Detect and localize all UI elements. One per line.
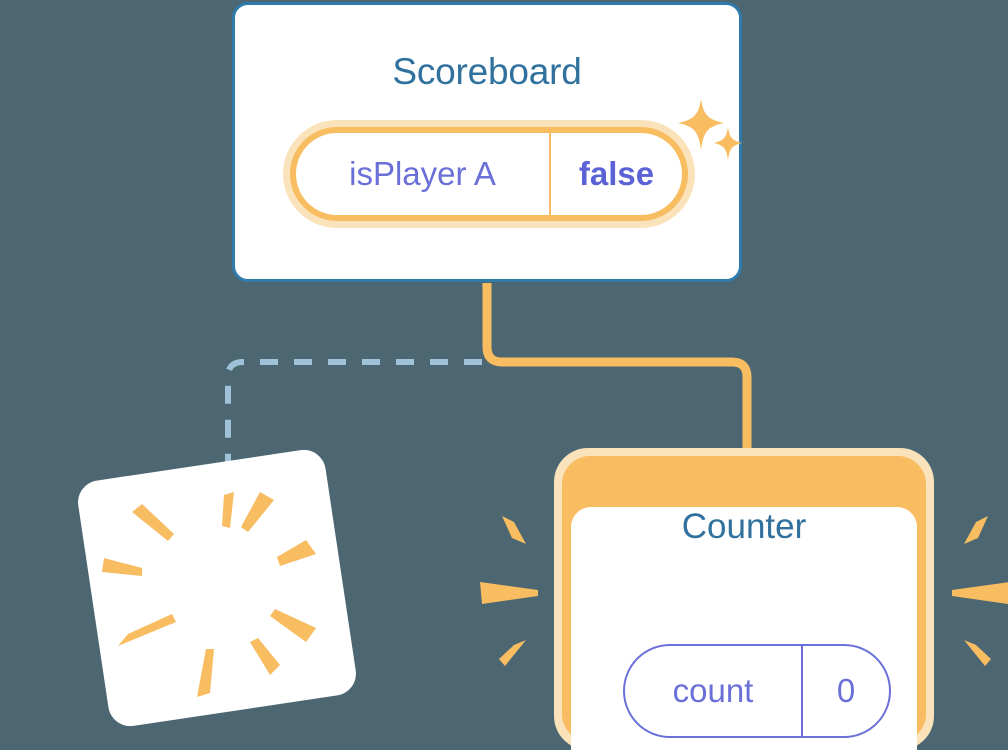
scoreboard-card[interactable]: Scoreboard isPlayer A false — [232, 2, 742, 282]
sparkle-large-icon — [678, 99, 724, 150]
scoreboard-pill-body: isPlayer A false — [296, 133, 682, 215]
counter-card-ring: Counter count 0 — [562, 456, 926, 750]
scoreboard-pill-value: false — [578, 155, 655, 192]
counter-pill-value: 0 — [836, 672, 856, 709]
ray-right-middle — [952, 582, 1008, 604]
ray-right-lower — [964, 640, 991, 666]
counter-right-burst-rays — [952, 516, 1008, 666]
sparkle-small-icon — [714, 127, 742, 160]
counter-left-burst-rays — [480, 516, 538, 666]
connector-solid-to-counter — [482, 283, 752, 455]
ray-right-upper — [964, 516, 988, 544]
ray-left-upper — [502, 516, 526, 544]
blank-card-group[interactable] — [75, 446, 369, 730]
scoreboard-pill-key: isPlayer A — [296, 133, 551, 215]
counter-state-pill[interactable]: count 0 — [623, 644, 891, 738]
scoreboard-pill-ring: isPlayer A false — [290, 127, 688, 221]
ray-left-lower — [499, 640, 526, 666]
ray-left-middle — [480, 582, 538, 604]
blank-card[interactable] — [75, 446, 359, 730]
counter-card-body: Counter count 0 — [571, 507, 917, 750]
counter-card[interactable]: Counter count 0 — [554, 448, 934, 750]
scoreboard-title: Scoreboard — [392, 51, 582, 92]
counter-title: Counter — [681, 507, 807, 546]
counter-pill-key: count — [625, 646, 803, 736]
scoreboard-state-pill[interactable]: isPlayer A false — [283, 120, 695, 228]
